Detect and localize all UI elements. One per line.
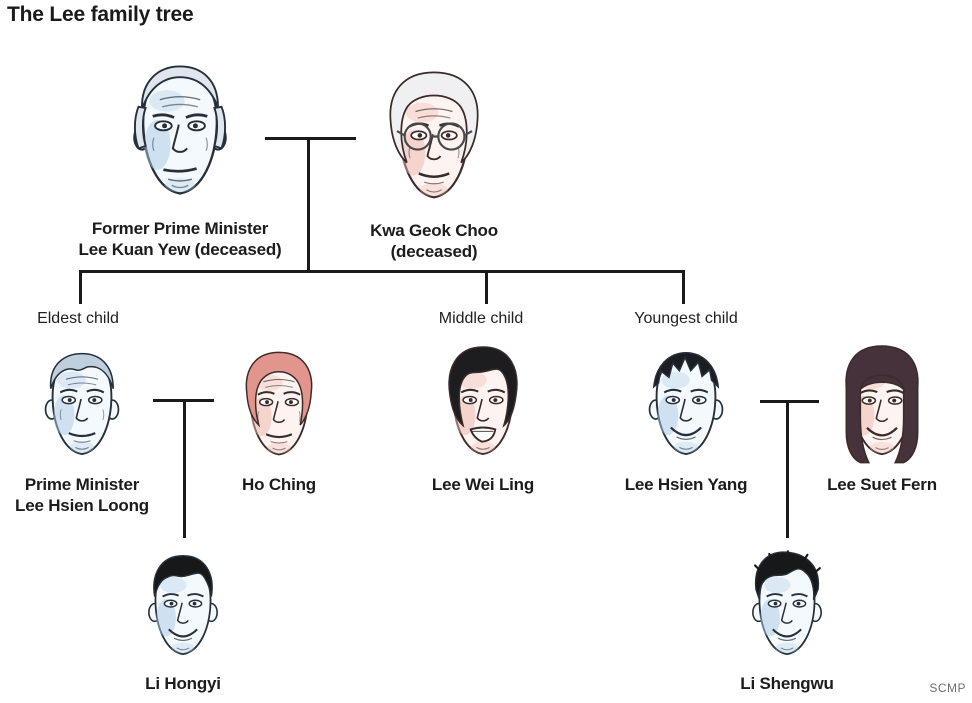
generation-label-youngest: Youngest child [634,310,738,327]
kwa-geok-choo-portrait-illustration [359,55,509,218]
connector-drop-li-shengwu [786,400,789,538]
lee-hsien-yang-portrait-illustration [621,330,751,472]
person-lee-kuan-yew: Former Prime Minister Lee Kuan Yew (dece… [70,38,290,260]
person-ho-ching: Ho Ching [169,334,389,495]
person-name-label: Prime Minister Lee Hsien Loong [15,475,149,515]
person-name-label: Li Hongyi [145,674,221,693]
lee-hsien-loong-portrait-illustration [17,330,147,472]
connector-drop-youngest [682,270,685,304]
person-li-hongyi: Li Hongyi [73,538,293,694]
person-name-label: Li Shengwu [740,674,834,693]
person-name-label: Ho Ching [242,475,316,494]
person-name-label: Lee Suet Fern [827,475,937,494]
generation-label-eldest: Eldest child [37,310,119,327]
lee-suet-fern-portrait-illustration [814,331,950,472]
source-credit: SCMP [929,681,966,695]
connector-marriage-lhy-lsf [760,400,819,403]
connector-marriage-lky-kgc [265,137,356,140]
connector-parents-drop [307,137,310,273]
connector-drop-li-hongyi [183,399,186,538]
connector-drop-eldest [79,270,82,304]
person-lee-hsien-loong: Prime Minister Lee Hsien Loong [0,330,192,516]
person-name-label: Lee Wei Ling [431,475,535,494]
infographic-title: The Lee family tree [7,3,194,26]
person-name-label: Kwa Geok Choo (deceased) [370,221,498,261]
person-kwa-geok-choo: Kwa Geok Choo (deceased) [324,55,544,262]
ho-ching-portrait-illustration [214,334,344,472]
connector-children-bar [79,270,685,273]
person-lee-suet-fern: Lee Suet Fern [772,331,972,495]
connector-drop-middle [485,270,488,304]
person-lee-hsien-yang: Lee Hsien Yang [576,330,796,495]
li-hongyi-portrait-illustration [119,538,247,671]
lee-wei-ling-portrait-illustration [418,330,548,472]
person-name-label: Former Prime Minister Lee Kuan Yew (dece… [78,219,282,259]
generation-label-middle: Middle child [438,310,524,327]
lee-kuan-yew-portrait-illustration [105,38,255,216]
person-li-shengwu: Li Shengwu [677,538,897,694]
person-lee-wei-ling: Lee Wei Ling [373,330,593,495]
li-shengwu-portrait-illustration [723,538,851,671]
person-name-label: Lee Hsien Yang [624,475,748,494]
